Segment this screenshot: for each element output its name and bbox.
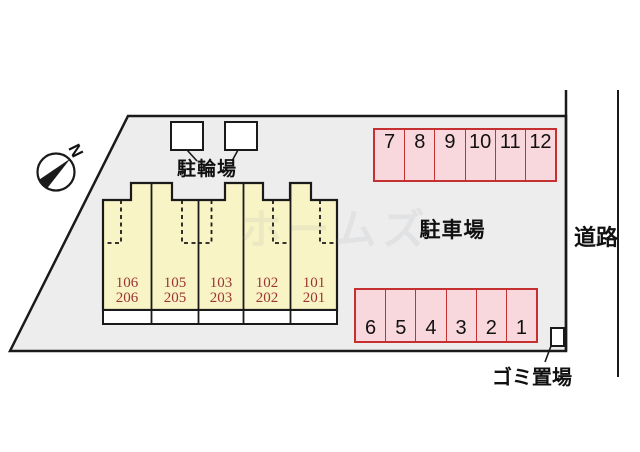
parking-stall-9: 9 [434, 130, 464, 180]
stall-number: 8 [414, 131, 426, 153]
parking-stall-8: 8 [404, 130, 434, 180]
garbage-area-label: ゴミ置場 [492, 367, 572, 389]
parking-stall-5: 5 [385, 290, 415, 341]
road-label: 道路 [573, 225, 618, 250]
bicycle-parking-label: 駐輪場 [176, 159, 237, 180]
garbage-box [550, 327, 565, 347]
stall-number: 11 [499, 131, 521, 153]
garbage-pointer-line [544, 345, 552, 363]
unit-number-1f: 106 [115, 275, 139, 291]
parking-stall-12: 12 [524, 130, 555, 180]
unit-number-2f: 201 [302, 290, 326, 306]
stall-number: 3 [455, 317, 467, 339]
stall-number: 7 [384, 131, 396, 153]
parking-stall-10: 10 [464, 130, 495, 180]
parking-stall-6: 6 [356, 290, 385, 341]
stall-number: 1 [515, 317, 527, 339]
compass-icon [36, 152, 76, 192]
entrance-dashed-unit4 [272, 200, 291, 244]
unit-number-1f: 103 [209, 275, 233, 291]
unit-label-102-202: 102 202 [243, 276, 291, 306]
parking-stall-7: 7 [375, 130, 404, 180]
bicycle-rack-1 [170, 121, 204, 151]
entrance-dashed-unit5 [319, 200, 337, 244]
building-balcony-strip [102, 309, 338, 325]
unit-label-106-206: 106 206 [103, 276, 151, 306]
stall-number: 2 [485, 317, 497, 339]
unit-label-105-205: 105 205 [151, 276, 199, 306]
unit-label-101-201: 101 201 [290, 276, 338, 306]
bicycle-pointer-line-2 [231, 149, 239, 162]
parking-row-top: 7 8 9 10 11 12 [373, 128, 557, 182]
parking-stall-1: 1 [505, 290, 536, 341]
stall-number: 4 [425, 317, 437, 339]
stall-number: 9 [444, 131, 456, 153]
unit-number-2f: 203 [209, 290, 233, 306]
building-outline [101, 181, 339, 325]
bicycle-rack-2 [224, 121, 258, 151]
entrance-dashed-unit1 [103, 200, 122, 244]
stall-number: 5 [395, 317, 407, 339]
unit-number-1f: 102 [255, 275, 279, 291]
unit-number-2f: 202 [255, 290, 279, 306]
stall-number: 6 [365, 317, 377, 339]
unit-number-1f: 101 [302, 275, 326, 291]
stall-number: 10 [468, 131, 492, 153]
unit-number-2f: 205 [163, 290, 187, 306]
parking-stall-2: 2 [475, 290, 506, 341]
parking-lot-label: 駐車場 [419, 219, 486, 242]
unit-number-2f: 206 [115, 290, 139, 306]
entrance-dashed-unit2 [181, 200, 199, 244]
parking-stall-4: 4 [415, 290, 445, 341]
unit-number-1f: 105 [163, 275, 187, 291]
parking-stall-11: 11 [494, 130, 525, 180]
parking-row-bottom: 6 5 4 3 2 1 [354, 288, 538, 343]
stall-number: 12 [529, 131, 552, 153]
parking-stall-3: 3 [445, 290, 476, 341]
bicycle-pointer-line-1 [186, 149, 198, 162]
unit-label-103-203: 103 203 [197, 276, 245, 306]
